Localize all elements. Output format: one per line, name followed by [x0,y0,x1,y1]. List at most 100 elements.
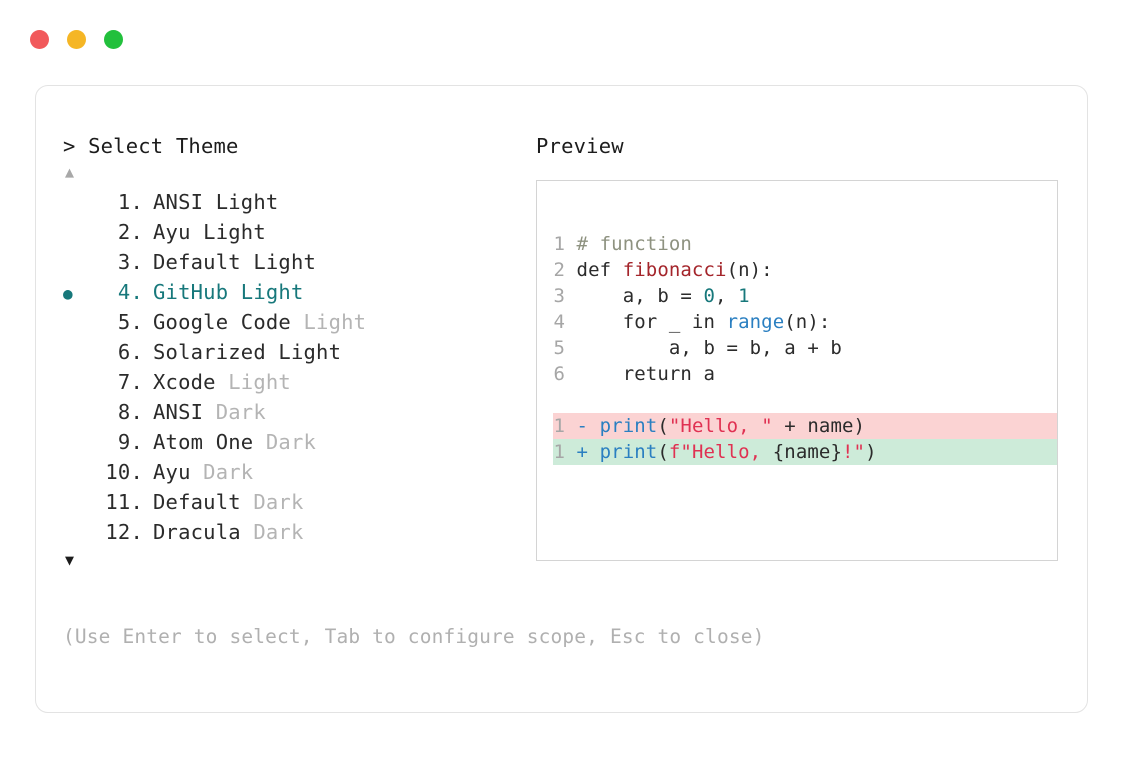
line-number: 1 [553,415,565,437]
code-token: 1 [738,285,750,307]
code-token: (n): [784,311,831,333]
theme-item-variant-label: Dark [240,520,304,544]
code-token: fibonacci [622,259,727,281]
theme-list-item[interactable]: 12. Dracula Dark [63,517,533,547]
code-token: def [576,259,623,281]
theme-item-name: Xcode [153,370,216,394]
code-token: f"Hello, [668,441,773,463]
theme-item-variant-label: Dark [253,430,317,454]
code-token: {name} [772,441,842,463]
code-line: 3 a, b = 0, 1 [553,283,1057,309]
theme-item-variant-label: Dark [203,400,266,424]
theme-list-item[interactable]: 5. Google Code Light [63,307,533,337]
theme-item-index: 1. [117,190,143,214]
line-number: 1 [553,233,565,255]
theme-item-name: ANSI Light [153,190,279,214]
code-token: a, b = b, a + b [576,337,842,359]
code-spacer [553,387,1057,413]
diff-marker: - [576,415,589,437]
minimize-window-button[interactable] [67,30,86,49]
scroll-down-icon[interactable]: ▼ [65,551,75,569]
line-number: 2 [553,259,565,281]
theme-item-name: Dracula [153,520,241,544]
diff-added-line: 1 + print(f"Hello, {name}!") [553,439,1057,465]
theme-list-item[interactable]: 7. Xcode Light [63,367,533,397]
code-token: + name) [772,415,866,437]
code-line: 5 a, b = b, a + b [553,335,1057,361]
theme-item-name: Google Code [153,310,291,334]
theme-item-index: 7. [117,370,143,394]
selection-bullet-icon: ● [63,284,73,303]
scroll-up-icon[interactable]: ▲ [65,163,75,181]
code-token: print [599,415,658,437]
code-token: # function [576,233,692,255]
code-line: 2 def fibonacci(n): [553,257,1057,283]
theme-item-index: 9. [117,430,143,454]
theme-item-index: 8. [117,400,143,424]
diff-marker: + [576,441,589,463]
theme-item-variant-label: Light [290,310,367,334]
code-token: ) [865,441,877,463]
code-line: 4 for _ in range(n): [553,309,1057,335]
code-line: 1 # function [553,231,1057,257]
theme-item-variant-label: Light [215,370,291,394]
theme-list[interactable]: 1. ANSI Light 2. Ayu Light 3. Default Light ● 4… [63,187,533,547]
theme-list-item[interactable]: ●4.GitHub Light [63,277,533,307]
theme-item-name: Ayu [153,460,191,484]
line-number: 6 [553,363,565,385]
theme-item-variant-label: Dark [190,460,254,484]
theme-list-item[interactable]: 1. ANSI Light [63,187,533,217]
theme-list-item[interactable]: 10. Ayu Dark [63,457,533,487]
theme-item-name: Default Light [153,250,317,274]
theme-item-index: 5. [117,310,143,334]
theme-item-index: 12. [105,520,143,544]
theme-item-index: 10. [105,460,143,484]
code-token: for _ in [576,311,727,333]
theme-item-index: 2. [117,220,143,244]
line-number: 4 [553,311,565,333]
code-token: ( [657,415,669,437]
theme-item-name: Solarized Light [153,340,342,364]
code-token: "Hello, " [668,415,773,437]
theme-item-name: ANSI [153,400,204,424]
theme-item-index: 6. [117,340,143,364]
code-token: , [715,285,739,307]
theme-list-item[interactable]: 9. Atom One Dark [63,427,533,457]
code-token: 0 [703,285,716,307]
diff-removed-line: 1 - print("Hello, " + name) [553,413,1057,439]
code-token: return a [576,363,716,385]
preview-label: Preview [536,134,624,158]
theme-item-index: 3. [117,250,143,274]
window-controls [30,30,123,49]
theme-list-item[interactable]: 8. ANSI Dark [63,397,533,427]
theme-item-variant-label: Dark [240,490,304,514]
theme-item-name: Default [153,490,241,514]
page-title: > Select Theme [63,134,239,158]
theme-item-name: Ayu Light [153,220,266,244]
maximize-window-button[interactable] [104,30,123,49]
line-number: 5 [553,337,565,359]
line-number: 1 [553,441,565,463]
theme-list-pane: > Select Theme ▲ 1. ANSI Light 2. Ayu Light… [63,133,533,573]
code-token: !" [841,441,866,463]
code-line: 6 return a [553,361,1057,387]
keyboard-hint: (Use Enter to select, Tab to configure s… [63,625,765,648]
line-number: 3 [553,285,565,307]
theme-list-item[interactable]: 2. Ayu Light [63,217,533,247]
code-token: ( [657,441,669,463]
theme-selector-card: > Select Theme ▲ 1. ANSI Light 2. Ayu Light… [35,85,1088,713]
code-token: print [599,441,658,463]
code-token: (n): [726,259,773,281]
theme-item-index: 4. [117,280,143,304]
theme-list-item[interactable]: 6. Solarized Light [63,337,533,367]
close-window-button[interactable] [30,30,49,49]
theme-list-item[interactable]: 3. Default Light [63,247,533,277]
theme-list-item[interactable]: 11. Default Dark [63,487,533,517]
code-token: a, b = [576,285,704,307]
code-token: range [726,311,785,333]
theme-item-index: 11. [105,490,143,514]
theme-item-name: Atom One [153,430,254,454]
